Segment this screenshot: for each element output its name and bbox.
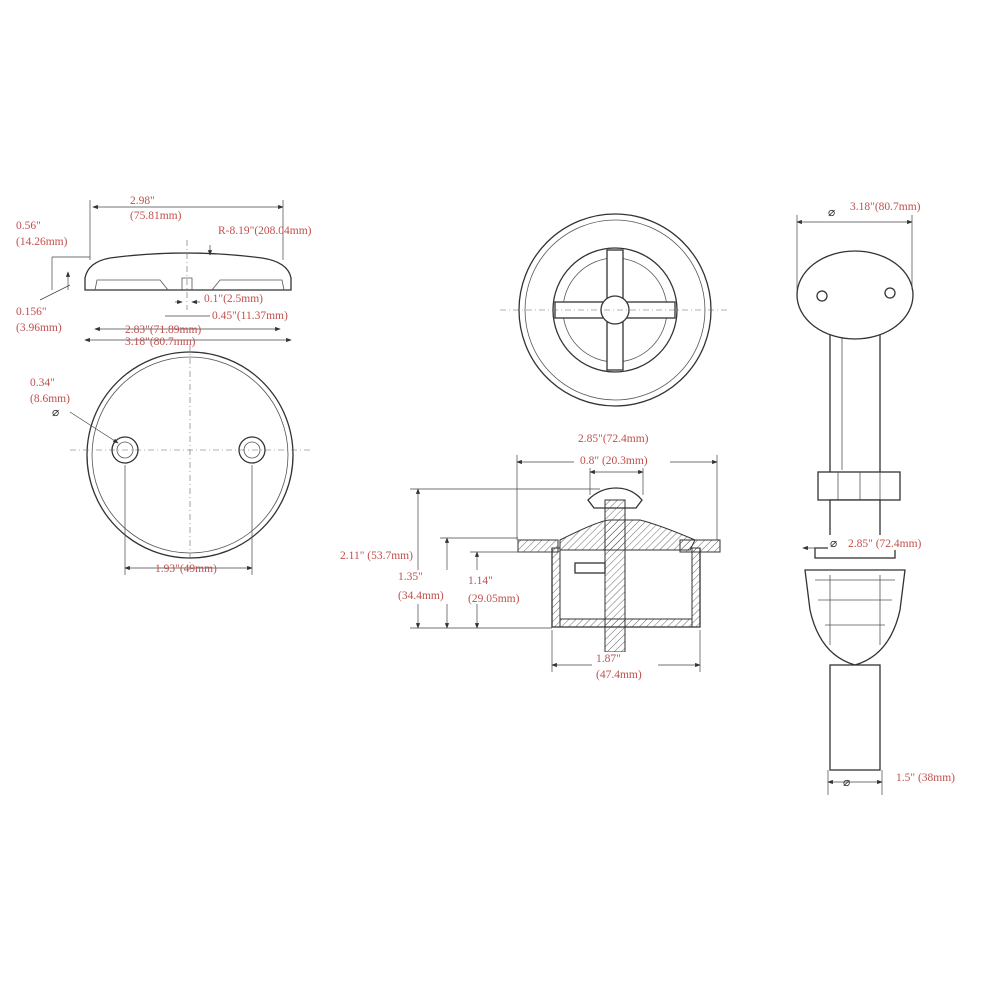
- dim-label: (3.96mm): [16, 322, 62, 334]
- dim-label: (14.26mm): [16, 236, 68, 248]
- diameter-symbol: ⌀: [52, 405, 59, 419]
- dim-label: 2.83"(71.89mm): [125, 324, 201, 336]
- dim-label: 0.56": [16, 220, 41, 232]
- diameter-symbol: ⌀: [828, 205, 835, 219]
- dim-label: (29.05mm): [468, 593, 520, 605]
- dim-label: 1.35": [398, 571, 423, 583]
- diameter-symbol: ⌀: [830, 536, 837, 550]
- cap-profile: [84, 252, 292, 291]
- dim-label: 2.98": [130, 195, 155, 207]
- cap-side-view: 2.98" (75.81mm) 0.56" (14.26mm) R-8.19"(…: [16, 195, 312, 348]
- dim-label: 0.1"(2.5mm): [204, 293, 263, 305]
- dim-label: 2.85"(72.4mm): [578, 433, 649, 445]
- dim-label: (75.81mm): [130, 210, 182, 222]
- dim-label: 0.45"(11.37mm): [212, 310, 288, 322]
- drain-assembly-view: ⌀ 3.18"(80.7mm) ⌀ 2.85" (72.4mm) ⌀ 1.5" …: [796, 201, 955, 795]
- dim-label: (47.4mm): [596, 669, 642, 681]
- dim-label: 2.85" (72.4mm): [848, 538, 922, 550]
- dim-label: 3.18"(80.7mm): [850, 201, 921, 213]
- dim-label: 0.156": [16, 306, 47, 318]
- dim-label: R-8.19"(208.04mm): [218, 225, 312, 237]
- dim-label: 1.93"(49mm): [155, 563, 217, 575]
- dim-label: (34.4mm): [398, 590, 444, 602]
- diameter-symbol: ⌀: [843, 775, 850, 789]
- stopper-top-view: [500, 213, 730, 407]
- dim-label: 0.8" (20.3mm): [580, 455, 648, 467]
- dim-label: (8.6mm): [30, 393, 70, 405]
- dim-label: 3.18"(80.7mm): [125, 336, 196, 348]
- cap-top-view: 0.34" (8.6mm) ⌀ 1.93"(49mm): [30, 345, 310, 575]
- dim-label: 1.87": [596, 653, 621, 665]
- dim-label: 1.14": [468, 575, 493, 587]
- dim-label: 2.11" (53.7mm): [340, 550, 413, 562]
- dim-label: 0.34": [30, 377, 55, 389]
- dim-label: 1.5" (38mm): [896, 772, 955, 784]
- stopper-section-view: 2.85"(72.4mm) 0.8" (20.3mm) 2.11" (53.7m…: [338, 428, 721, 682]
